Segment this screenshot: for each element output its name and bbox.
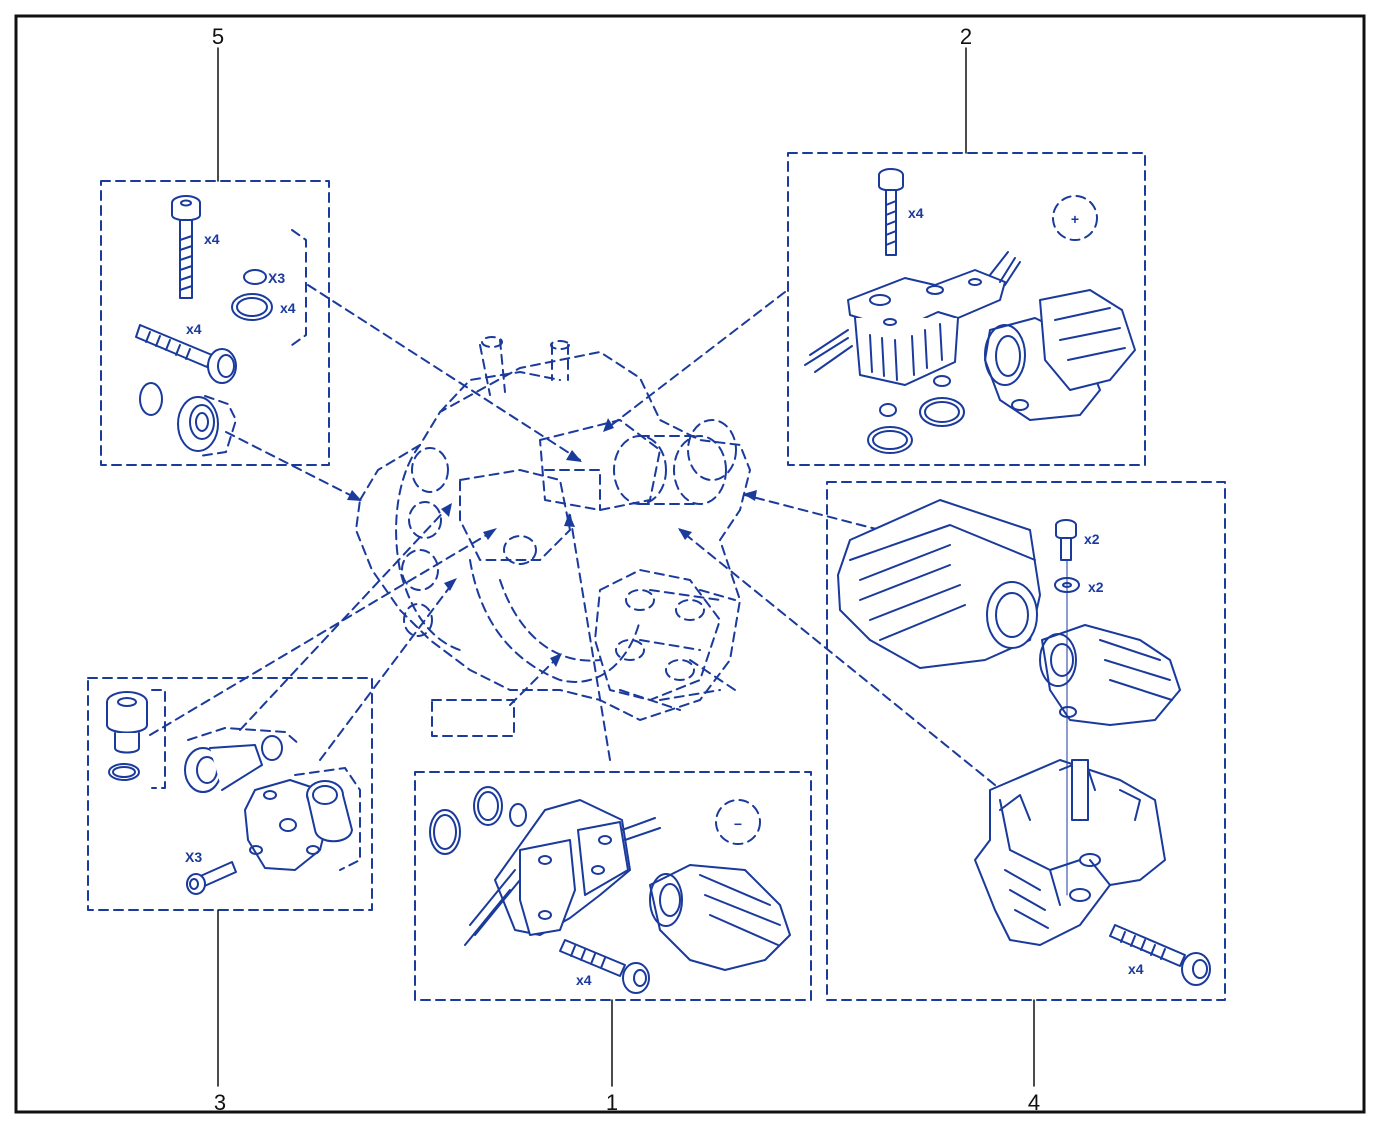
qty-label: x2	[1088, 579, 1104, 595]
qty-label: x4	[908, 205, 924, 221]
callout-4: 4	[1028, 1090, 1040, 1115]
group-5-parts	[135, 195, 307, 457]
group-box-4	[826, 481, 1226, 1001]
assembly-leader-lines	[149, 284, 996, 786]
group-box-2	[787, 152, 1146, 466]
qty-label: x4	[576, 972, 592, 988]
group-box-5	[100, 180, 330, 466]
group-box-3	[87, 677, 373, 911]
group-1-parts	[429, 786, 791, 994]
polarity-minus-symbol: −	[734, 816, 742, 832]
diagram-border	[14, 14, 1366, 1114]
qty-label: X3	[185, 849, 202, 865]
qty-label: x4	[280, 300, 296, 316]
polarity-plus-symbol: +	[1071, 211, 1079, 227]
group-box-1	[414, 771, 812, 1001]
qty-label: x4	[204, 231, 220, 247]
group-2-parts	[804, 168, 1136, 454]
qty-label: x2	[1084, 531, 1100, 547]
qty-label: x4	[1128, 961, 1144, 977]
pump-body-ghost	[355, 336, 751, 737]
callout-3: 3	[214, 1090, 226, 1115]
group-3-parts	[106, 689, 361, 895]
callout-2: 2	[960, 24, 972, 49]
callout-5: 5	[212, 24, 224, 49]
qty-label: x4	[186, 321, 202, 337]
group-4-parts	[837, 499, 1211, 986]
callout-leaders	[217, 47, 1035, 1087]
arrow-heads	[347, 418, 757, 667]
callout-1: 1	[606, 1090, 618, 1115]
qty-label: X3	[268, 270, 285, 286]
